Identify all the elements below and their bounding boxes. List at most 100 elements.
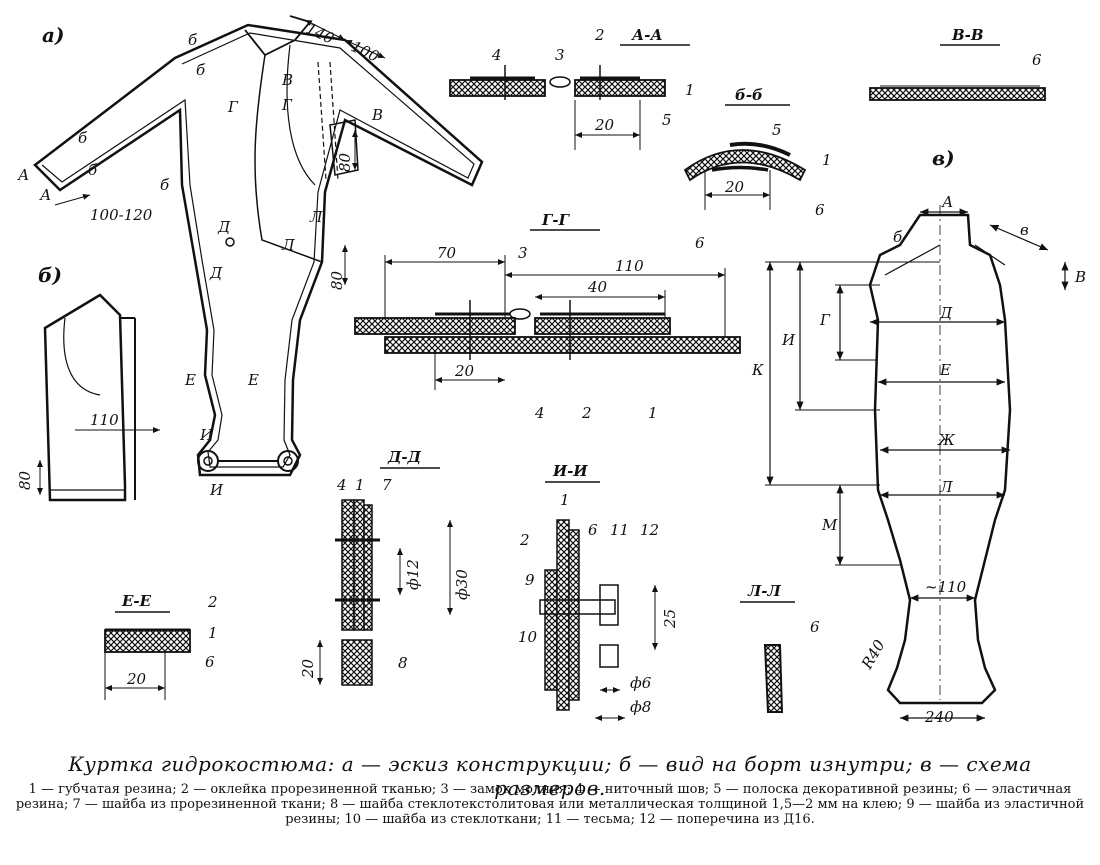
callout-ii-2: 2	[519, 531, 530, 549]
size-L: Л	[939, 478, 953, 496]
callout-ii-11: 11	[610, 521, 629, 539]
dim-100: 100	[348, 37, 382, 66]
dim-bb-20: 20	[724, 178, 745, 196]
callout-aa-4: 4	[491, 46, 502, 64]
section-title-gg: Г-Г	[541, 211, 571, 229]
callout-bb-1: 1	[822, 151, 832, 169]
figure-legend: 1 — губчатая резина; 2 — оклейка прорези…	[15, 782, 1085, 827]
dim-ii-8: ф8	[630, 698, 651, 716]
section-ee	[104, 611, 191, 700]
section-title-dd: Д-Д	[387, 448, 422, 466]
jacket-sketch	[33, 15, 484, 477]
callout-ii-10: 10	[518, 628, 538, 646]
size-G: Г	[819, 311, 831, 329]
mark-b4: б	[88, 161, 98, 179]
section-title-aa: А-А	[631, 26, 663, 44]
callout-gg-2: 2	[581, 404, 592, 422]
mark-b2: б	[196, 61, 206, 79]
dim-gg-20: 20	[454, 362, 475, 380]
mark-l1: Л	[309, 208, 323, 226]
mark-v1: В	[281, 71, 293, 89]
construction-drawing: а) б) в) б б б б б А А В В Г Г Д Д Е Е Л…	[16, 15, 1086, 726]
dim-140: 140	[303, 19, 337, 48]
mark-d1: Д	[217, 218, 231, 236]
mark-d2: Д	[209, 264, 223, 282]
section-title-ii: И-И	[552, 462, 588, 480]
dim-gg-110: 110	[615, 257, 644, 275]
callout-gg-3: 3	[518, 244, 528, 262]
mark-l2: Л	[281, 236, 295, 254]
mark-b3: б	[78, 129, 88, 147]
dim-80-sleeve: 80	[336, 152, 354, 172]
size-M: М	[821, 516, 838, 534]
dim-80-hip: 80	[328, 270, 346, 290]
mark-e2: Е	[247, 371, 259, 389]
callout-ii-1: 1	[560, 491, 570, 509]
dim-v-240: 240	[924, 708, 954, 726]
size-D: Д	[939, 304, 953, 322]
front-edge-view	[37, 293, 160, 502]
callout-dd-1: 1	[355, 476, 365, 494]
callout-ii-9: 9	[525, 571, 535, 589]
callout-ee-1: 1	[208, 624, 218, 642]
callout-dd-7: 7	[382, 476, 392, 494]
dim-gg-70: 70	[437, 244, 457, 262]
mark-i1: И	[199, 426, 214, 444]
callout-ee-6: 6	[205, 653, 215, 671]
panel-label-a: а)	[42, 23, 64, 47]
callout-aa-2: 2	[594, 26, 605, 44]
size-K: К	[751, 361, 764, 379]
size-Zh: Ж	[937, 431, 956, 449]
size-v: в	[1020, 221, 1029, 239]
figure-caption: Куртка гидрокостюма: а — эскиз конструкц…	[68, 752, 1032, 800]
panel-label-v: в)	[932, 146, 955, 170]
dim-v-110: ~110	[925, 578, 967, 596]
size-B: В	[1074, 268, 1086, 286]
callout-vv-6: 6	[1032, 51, 1042, 69]
section-bb	[683, 104, 807, 210]
callout-gg-1: 1	[648, 404, 658, 422]
callout-gg-4: 4	[534, 404, 545, 422]
dim-100-120: 100-120	[90, 206, 153, 224]
dim-dd-12: ф12	[404, 559, 422, 590]
panel-label-b: б)	[38, 263, 62, 287]
dim-b-110: 110	[90, 411, 119, 429]
mark-a2: А	[39, 186, 51, 204]
dim-ii-25: 25	[661, 609, 679, 629]
callout-ee-2: 2	[207, 593, 218, 611]
mark-e1: Е	[184, 371, 196, 389]
section-ii	[539, 481, 658, 721]
section-title-ee: Е-Е	[121, 592, 152, 610]
callout-bb-6: 6	[815, 201, 825, 219]
callout-ll-6: 6	[810, 618, 820, 636]
dim-b-80: 80	[16, 470, 34, 490]
dim-ii-6: ф6	[630, 674, 652, 692]
body-outline	[868, 213, 1012, 705]
callout-bb-5: 5	[772, 121, 782, 139]
section-gg	[354, 229, 741, 390]
dim-dd-30: ф30	[453, 569, 471, 600]
size-b: б	[893, 228, 903, 246]
section-aa	[449, 44, 690, 150]
mark-g2: Г	[281, 96, 293, 114]
callout-ii-12: 12	[640, 521, 659, 539]
dim-aa-20: 20	[594, 116, 615, 134]
dim-gg-40: 40	[587, 278, 608, 296]
callout-dd-8: 8	[398, 654, 408, 672]
mark-g1: Г	[227, 98, 239, 116]
callout-gg-6: 6	[695, 234, 705, 252]
size-scheme	[765, 205, 1069, 722]
mark-b1: б	[188, 31, 198, 49]
callout-aa-5: 5	[662, 111, 672, 129]
section-title-ll: Л-Л	[747, 582, 781, 600]
callout-dd-4: 4	[336, 476, 347, 494]
dim-ee-20: 20	[126, 670, 147, 688]
size-I: И	[781, 331, 796, 349]
callout-ii-6: 6	[588, 521, 598, 539]
section-vv	[869, 44, 1046, 101]
callout-aa-1: 1	[685, 81, 695, 99]
mark-b5: б	[160, 176, 170, 194]
section-title-vv: В-В	[951, 26, 984, 44]
dim-dd-20: 20	[299, 658, 317, 679]
section-dd	[317, 467, 453, 686]
